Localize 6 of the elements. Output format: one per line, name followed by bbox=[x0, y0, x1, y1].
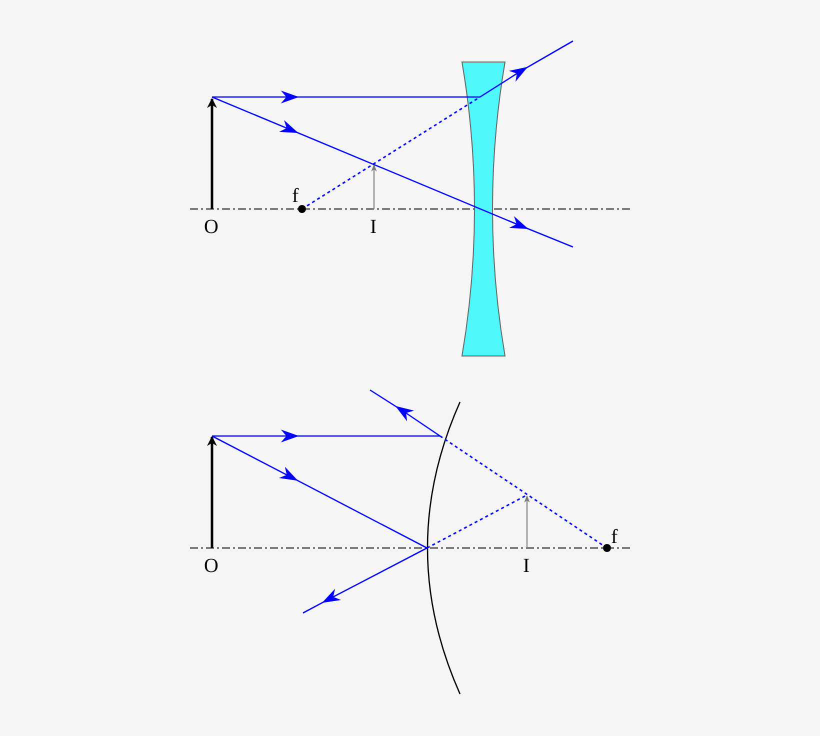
point-label: I bbox=[523, 556, 530, 576]
point-label: I bbox=[370, 217, 377, 237]
point-label: f bbox=[292, 186, 299, 206]
point-label: f bbox=[611, 527, 618, 547]
point-label: O bbox=[204, 217, 218, 237]
point-label: O bbox=[204, 556, 218, 576]
